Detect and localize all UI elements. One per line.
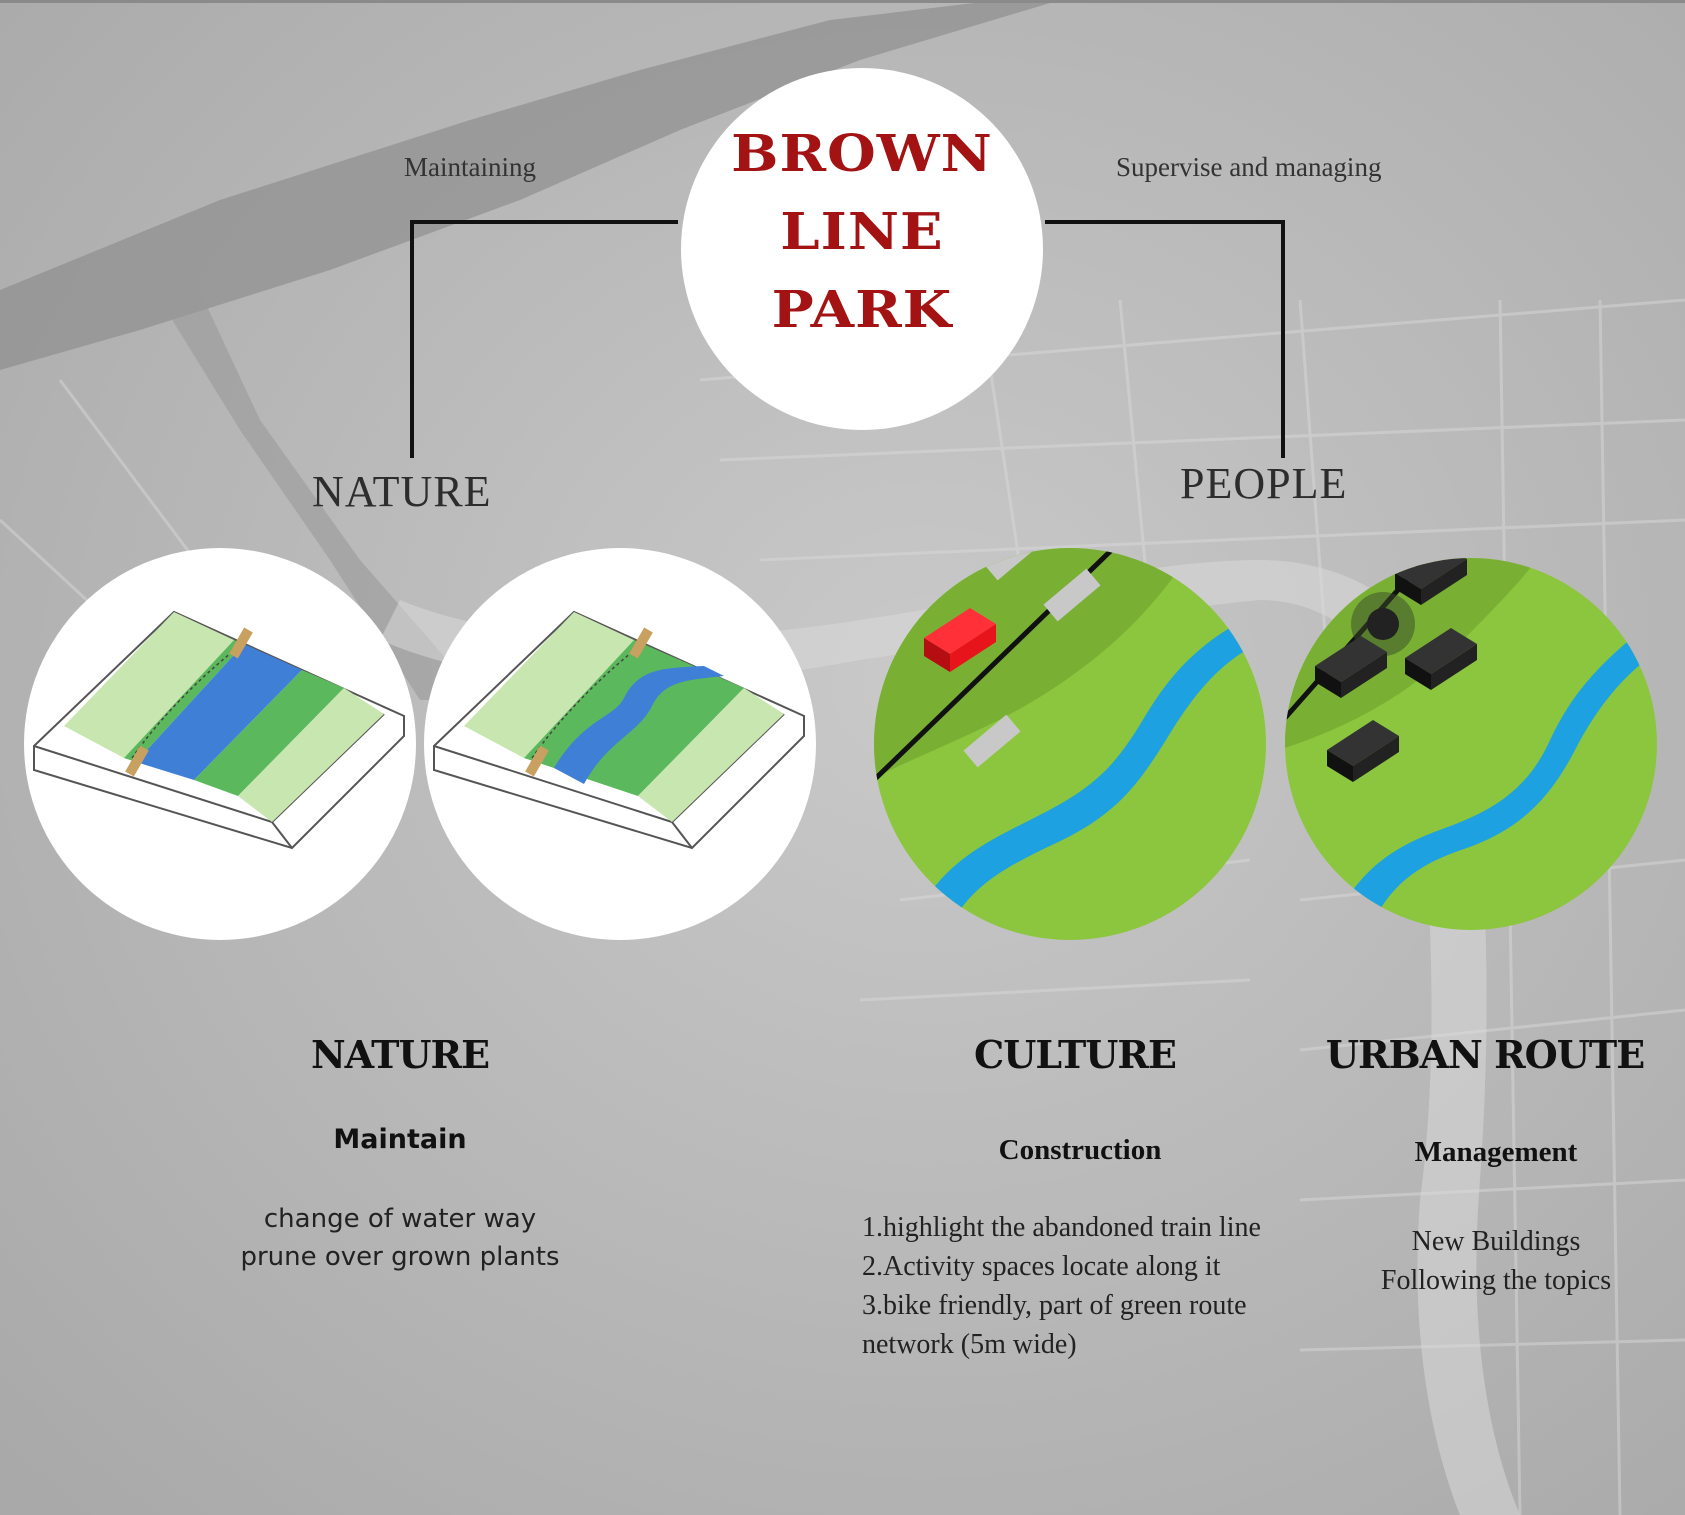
culture-line-3: 3.bike friendly, part of green route net… [862,1290,1247,1360]
urban-route-illustration [1285,558,1657,930]
nature-heading: NATURE [310,1032,490,1077]
culture-line-2: 2.Activity spaces locate along it [862,1251,1221,1282]
nature-subheading: Maintain [333,1124,467,1155]
title-line-3: PARK [771,280,953,340]
meandering-channel-illustration [424,548,816,940]
urban-subheading: Management [1414,1136,1578,1168]
title-line-2: LINE [780,202,944,262]
title-line-1: BROWN [731,124,993,184]
maintaining-label: Maintaining [404,152,536,182]
supervise-label: Supervise and managing [1116,152,1382,182]
culture-subheading: Construction [998,1134,1162,1166]
urban-body: New Buildings Following the topics [1336,1222,1656,1300]
branch-people-label: PEOPLE [1180,459,1348,508]
title-circle: BROWN LINE PARK [681,68,1043,430]
branch-nature-label: NATURE [312,467,492,516]
urban-line-1: New Buildings [1411,1226,1581,1257]
nature-body: change of water way prune over grown pla… [180,1200,620,1276]
culture-illustration [874,548,1266,940]
nature-line-2: prune over grown plants [240,1242,560,1272]
nature-line-1: change of water way [263,1204,537,1234]
urban-line-2: Following the topics [1380,1265,1612,1296]
urban-heading: URBAN ROUTE [1325,1032,1645,1077]
culture-heading: CULTURE [974,1032,1177,1077]
culture-body: 1.highlight the abandoned train line 2.A… [862,1208,1302,1364]
culture-line-1: 1.highlight the abandoned train line [862,1212,1261,1243]
straight-channel-illustration [24,548,416,940]
